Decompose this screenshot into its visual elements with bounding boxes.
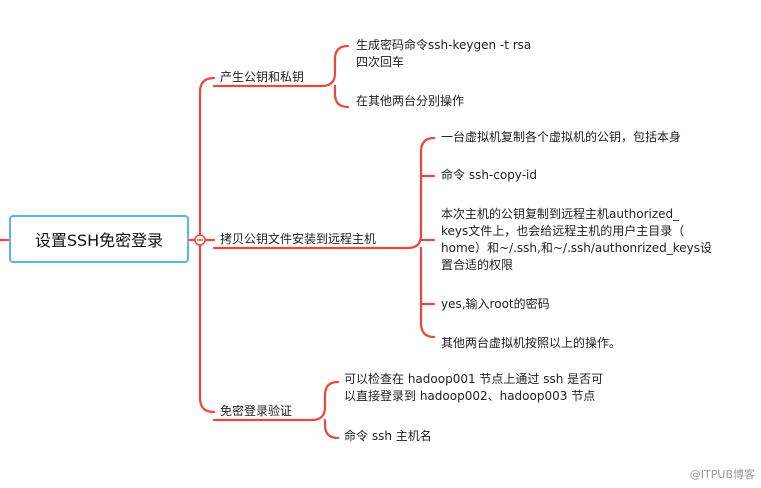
leaf-text: 命令 ssh-copy-id [441,168,537,182]
leaf-text: 可以检查在 hadoop001 节点上通过 ssh 是否可 [344,372,604,386]
branch-label: 免密登录验证 [220,404,293,418]
leaf-text: 其他两台虚拟机按照以上的操作。 [441,336,622,350]
branch-label: 拷贝公钥文件安装到远程主机 [220,232,377,246]
leaf-text: 本次主机的公钥复制到远程主机authorized_ [441,207,680,221]
branch-node-verify[interactable]: 免密登录验证 [220,403,292,420]
watermark: @ITPUB博客 [689,468,755,481]
leaf-node[interactable]: 本次主机的公钥复制到远程主机authorized_ keys文件上，也会给远程主… [441,206,712,274]
root-title: 设置SSH免密登录 [34,231,164,250]
leaf-node[interactable]: 生成密码命令ssh-keygen -t rsa 四次回车 [356,37,531,71]
leaf-text: keys文件上，也会给远程主机的用户主目录（ [441,224,685,238]
leaf-node[interactable]: 在其他两台分别操作 [356,93,464,110]
leaf-node[interactable]: 一台虚拟机复制各个虚拟机的公钥，包括本身 [441,129,681,146]
branch-node-keygen[interactable]: 产生公钥和私钥 [220,69,304,86]
leaf-node[interactable]: 命令 ssh 主机名 [344,428,432,445]
leaf-node[interactable]: 可以检查在 hadoop001 节点上通过 ssh 是否可 以直接登录到 had… [344,371,603,405]
leaf-text: 置合适的权限 [441,258,514,272]
root-node[interactable]: 设置SSH免密登录 [9,215,189,263]
leaf-node[interactable]: 其他两台虚拟机按照以上的操作。 [441,335,621,352]
branch-node-copy-key[interactable]: 拷贝公钥文件安装到远程主机 [220,231,376,248]
leaf-node[interactable]: 命令 ssh-copy-id [441,167,537,184]
leaf-text: 一台虚拟机复制各个虚拟机的公钥，包括本身 [441,130,682,144]
leaf-node[interactable]: yes,输入root的密码 [441,296,550,313]
leaf-text: 在其他两台分别操作 [356,94,465,108]
leaf-text: 四次回车 [356,55,405,69]
leaf-text: home）和~/.ssh,和~/.ssh/authonrized_keys设 [441,241,712,255]
leaf-text: 以直接登录到 hadoop002、hadoop003 节点 [344,389,596,403]
leaf-text: yes,输入root的密码 [441,297,550,311]
branch1-underline [212,44,350,109]
trunk-line [198,76,216,414]
branch-label: 产生公钥和私钥 [220,70,305,84]
leaf-text: 命令 ssh 主机名 [344,429,432,443]
leaf-text: 生成密码命令ssh-keygen -t rsa [356,38,532,52]
branch3-underline [212,380,340,440]
branch2-underline [212,136,436,339]
